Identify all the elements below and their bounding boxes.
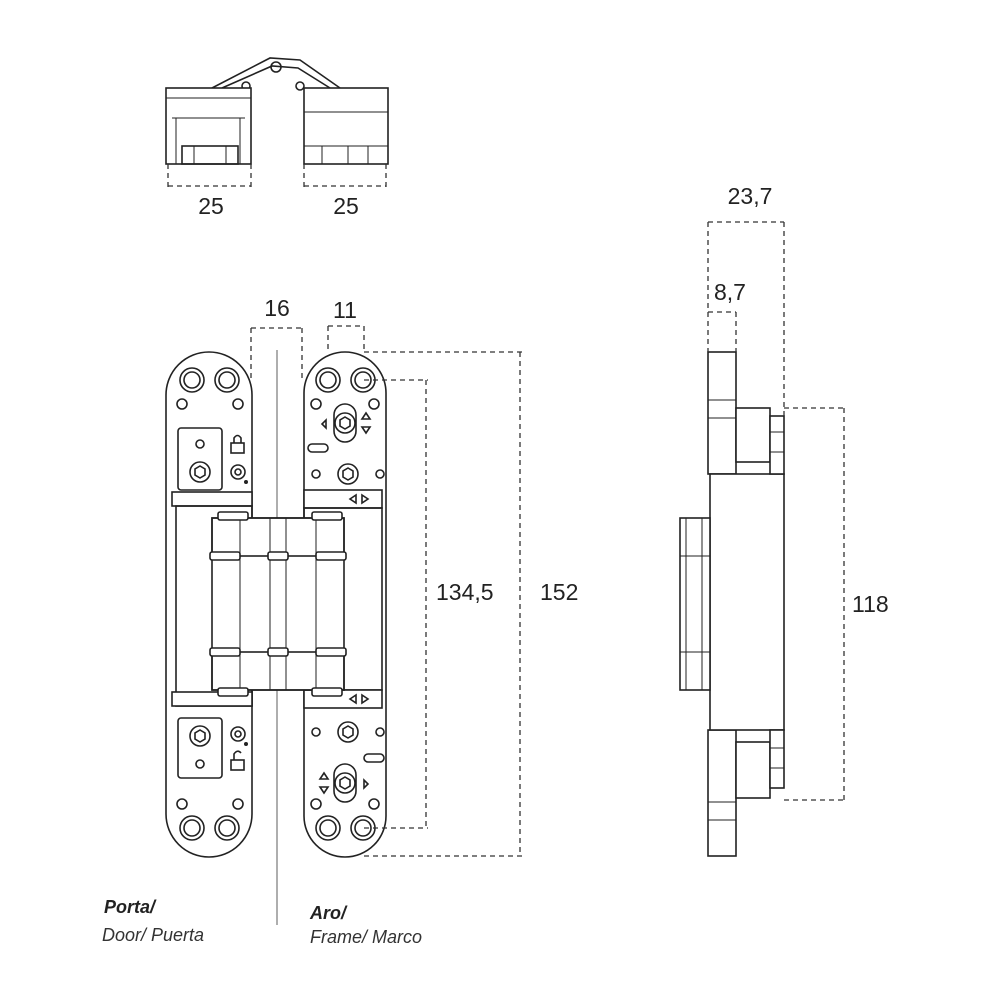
dim-total-height: 152 (540, 579, 578, 605)
arrow-right-icon (361, 493, 370, 505)
brand-badge-icon (307, 443, 329, 453)
dim-frame-offset: 11 (333, 297, 357, 323)
dim-side-body-height: 118 (852, 591, 889, 617)
dim-top-right-width: 25 (333, 193, 359, 219)
side-bottom-flange (707, 729, 737, 857)
door-label-subtitle: Door/ Puerta (102, 925, 204, 945)
side-main-body (709, 473, 785, 731)
frame-label-subtitle: Frame/ Marco (310, 927, 422, 947)
top-view: 25 25 (165, 57, 389, 219)
cam-adjuster-icon (230, 464, 246, 480)
hinge-knuckle (209, 511, 347, 697)
dim-top-left-width: 25 (198, 193, 224, 219)
side-view: 23,7 8,7 118 (679, 183, 889, 857)
door-label-title: Porta/ (104, 897, 157, 917)
side-top-flange (707, 351, 737, 475)
dim-inner-height: 134,5 (436, 579, 494, 605)
door-top-adjuster-panel (177, 427, 223, 491)
frame-top-slot-adjuster (333, 403, 357, 443)
top-view-linkage (211, 57, 341, 89)
top-view-frame-block (303, 87, 389, 165)
dim-door-offset: 16 (264, 295, 290, 321)
side-knuckle (679, 517, 711, 691)
arrow-up-icon (360, 411, 372, 420)
arrow-down-icon (360, 426, 372, 435)
arrow-left-icon (348, 493, 357, 505)
door-bottom-adjuster-panel (177, 717, 223, 779)
front-view: 16 11 134,5 152 (165, 295, 578, 925)
top-view-door-block (165, 87, 252, 165)
dim-side-plate-depth: 8,7 (714, 279, 746, 305)
dim-side-total-depth: 23,7 (728, 183, 773, 209)
labels: Porta/ Door/ Puerta Aro/ Frame/ Marco (102, 897, 422, 947)
frame-label-title: Aro/ (309, 903, 348, 923)
lock-icon (230, 434, 245, 454)
frame-bottom-slot-adjuster (333, 763, 357, 803)
unlock-icon (230, 750, 245, 771)
